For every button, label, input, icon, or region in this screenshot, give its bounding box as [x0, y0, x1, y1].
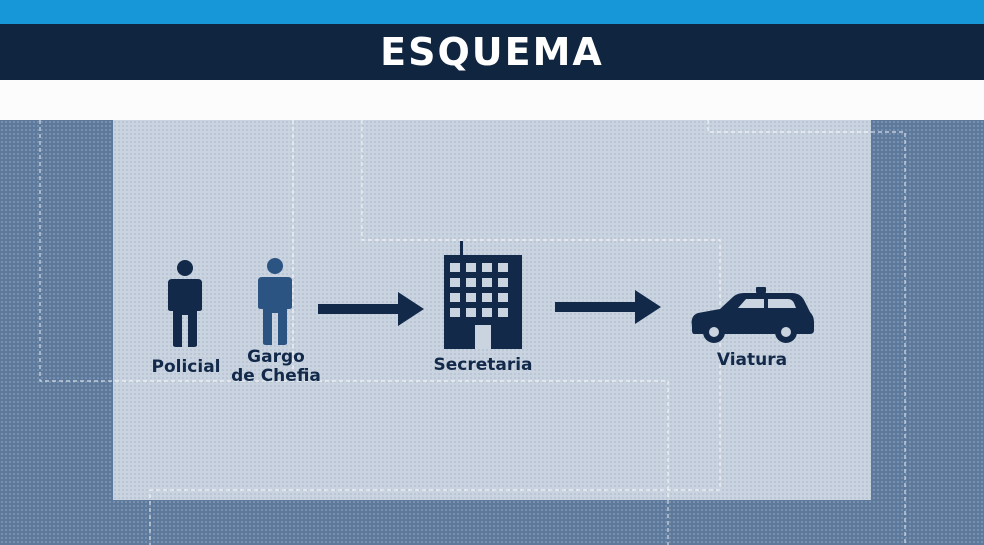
page-title: ESQUEMA — [380, 30, 604, 74]
node-label-cargo-line1: Gargo — [247, 347, 305, 367]
person-icon — [258, 258, 292, 345]
node-label-policial: Policial — [151, 357, 221, 377]
arrow-right-icon — [555, 290, 661, 324]
building-icon — [444, 241, 522, 349]
arrow-right-icon — [318, 292, 424, 326]
node-label-viatura: Viatura — [716, 350, 788, 370]
police-car-icon — [691, 287, 814, 343]
person-icon — [168, 260, 202, 347]
decorative-dashed-lines — [39, 120, 906, 545]
node-label-cargo-line2: de Chefia — [231, 366, 321, 386]
node-label-secretaria: Secretaria — [433, 355, 533, 375]
top-accent-bar — [0, 0, 984, 24]
title-bar: ESQUEMA — [0, 24, 984, 80]
node-label-cargo: Gargo de Chefia — [224, 348, 328, 386]
white-band — [0, 80, 984, 120]
